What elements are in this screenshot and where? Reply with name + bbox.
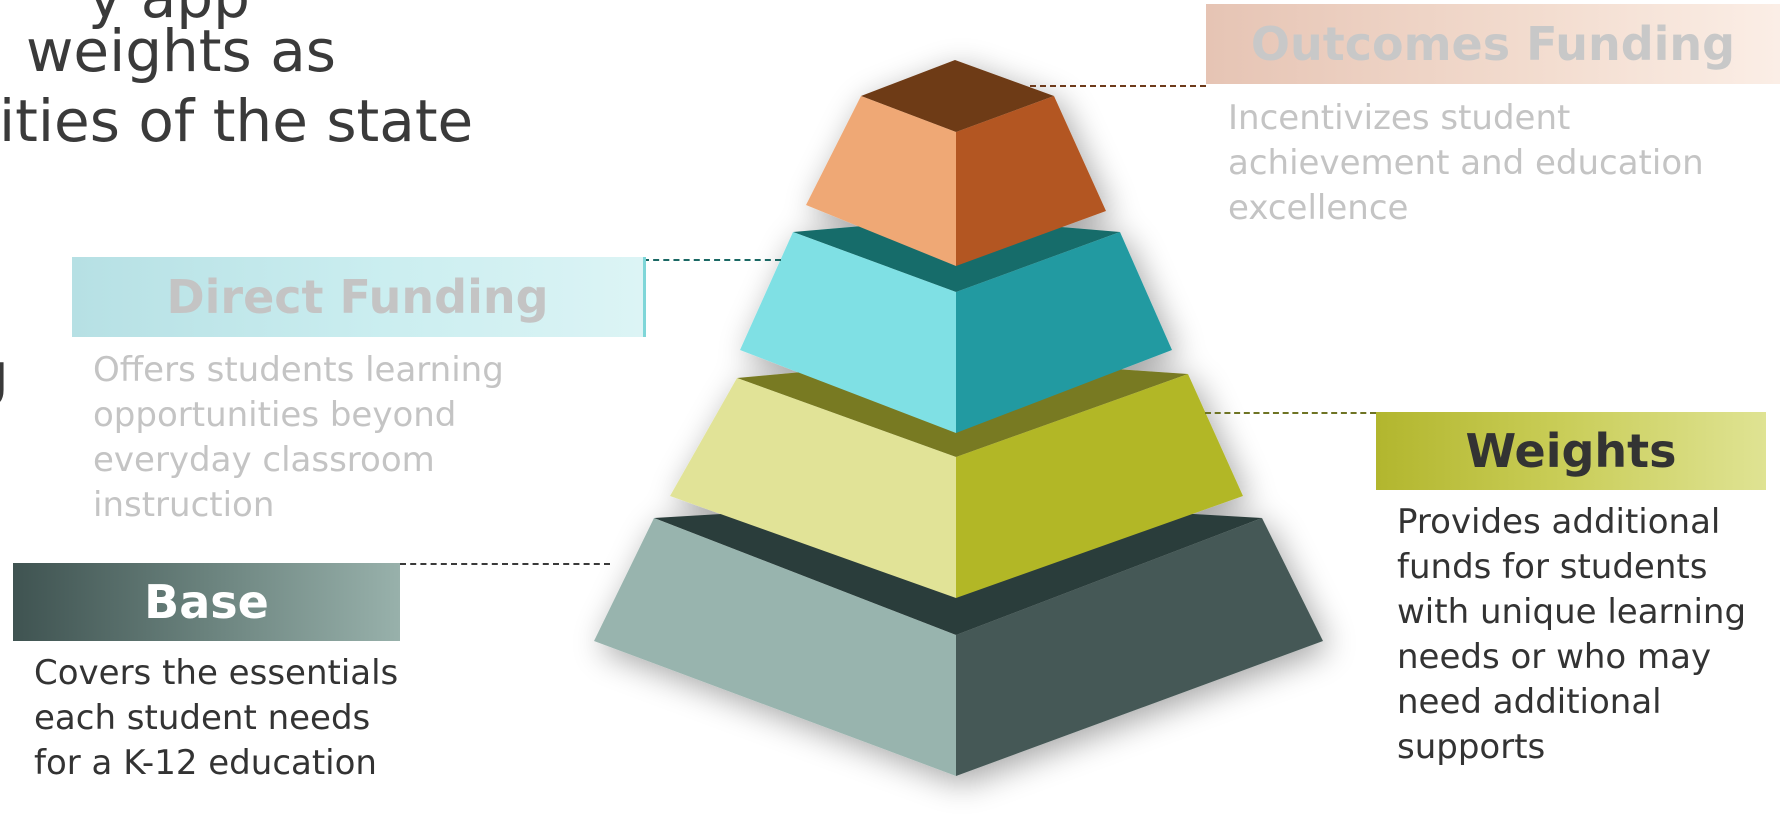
base-description: Covers the essentials each student needs… bbox=[34, 653, 399, 783]
pyramid-tier-outcomes bbox=[806, 60, 1106, 266]
heading-text-block: y app weights as bilities of the state g bbox=[0, 0, 520, 420]
base-connector bbox=[400, 563, 610, 565]
base-right-face bbox=[956, 518, 1323, 776]
weights-title: Weights bbox=[1376, 412, 1766, 490]
direct-right-face bbox=[956, 232, 1172, 433]
heading-line-2: weights as bbox=[26, 17, 336, 85]
direct-left-face bbox=[740, 232, 956, 433]
outcomes-funding-description: Incentivizes student achievement and edu… bbox=[1228, 98, 1704, 228]
weights-description: Provides additional funds for students w… bbox=[1397, 502, 1747, 767]
base-left-face bbox=[594, 518, 956, 776]
direct-connector bbox=[643, 259, 781, 261]
heading-line-4: g bbox=[0, 345, 9, 403]
weights-left-face bbox=[670, 378, 956, 598]
heading-line-1: y app bbox=[88, 0, 250, 26]
base-title: Base bbox=[13, 563, 400, 641]
outcomes-left-face bbox=[806, 96, 956, 266]
weights-connector bbox=[1205, 412, 1376, 414]
outcomes-right-face bbox=[956, 96, 1106, 266]
direct-funding-description: Offers students learning opportunities b… bbox=[93, 350, 504, 525]
outcomes-top-face bbox=[861, 60, 1054, 132]
weights-right-face bbox=[956, 374, 1243, 598]
outcomes-funding-title: Outcomes Funding bbox=[1206, 4, 1780, 84]
outcomes-connector bbox=[1030, 85, 1206, 87]
heading-line-3: bilities of the state bbox=[0, 87, 474, 155]
direct-funding-title: Direct Funding bbox=[72, 257, 646, 337]
